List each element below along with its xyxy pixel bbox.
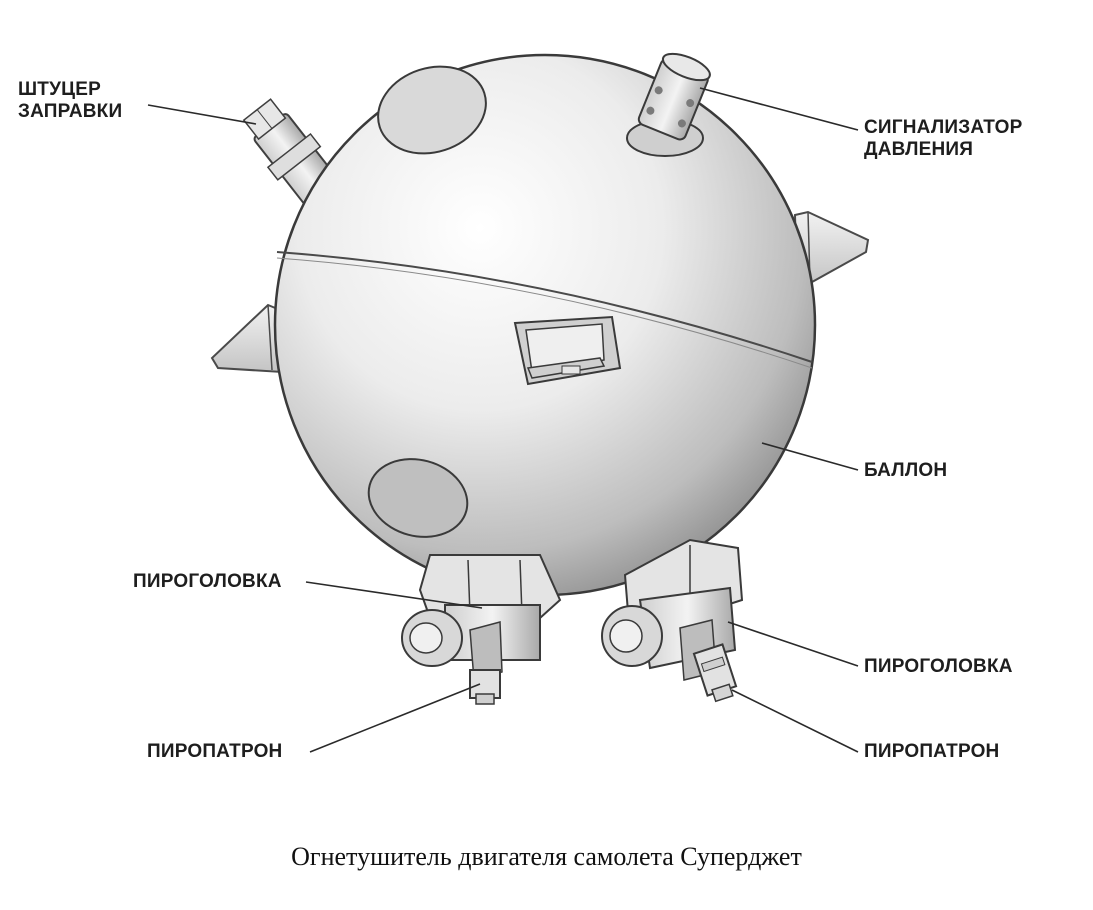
label-fill-fitting-line1: ШТУЦЕР [18,79,122,101]
right-pyrocartridge [694,644,739,703]
label-pyrocartridge-left: ПИРОПАТРОН [147,741,282,763]
leader-fill-fitting [148,105,256,124]
label-pyrohead-left: ПИРОГОЛОВКА [133,571,282,593]
figure-caption: Огнетушитель двигателя самолета Супердже… [0,842,1093,872]
leader-pyrocartridge-left [310,684,480,752]
label-fill-fitting-line2: ЗАПРАВКИ [18,101,122,123]
label-pyrohead-right: ПИРОГОЛОВКА [864,656,1013,678]
label-pressure-signaler-line1: СИГНАЛИЗАТОР [864,117,1022,139]
label-cylinder: БАЛЛОН [864,460,947,482]
label-pressure-signaler: СИГНАЛИЗАТОР ДАВЛЕНИЯ [864,117,1022,161]
left-pyrohead [402,555,560,680]
label-fill-fitting: ШТУЦЕР ЗАПРАВКИ [18,79,122,123]
leader-pyrohead-right [728,622,858,666]
label-pressure-signaler-line2: ДАВЛЕНИЯ [864,139,1022,161]
label-pyrocartridge-right: ПИРОПАТРОН [864,741,999,763]
leader-pyrocartridge-right [732,690,858,752]
